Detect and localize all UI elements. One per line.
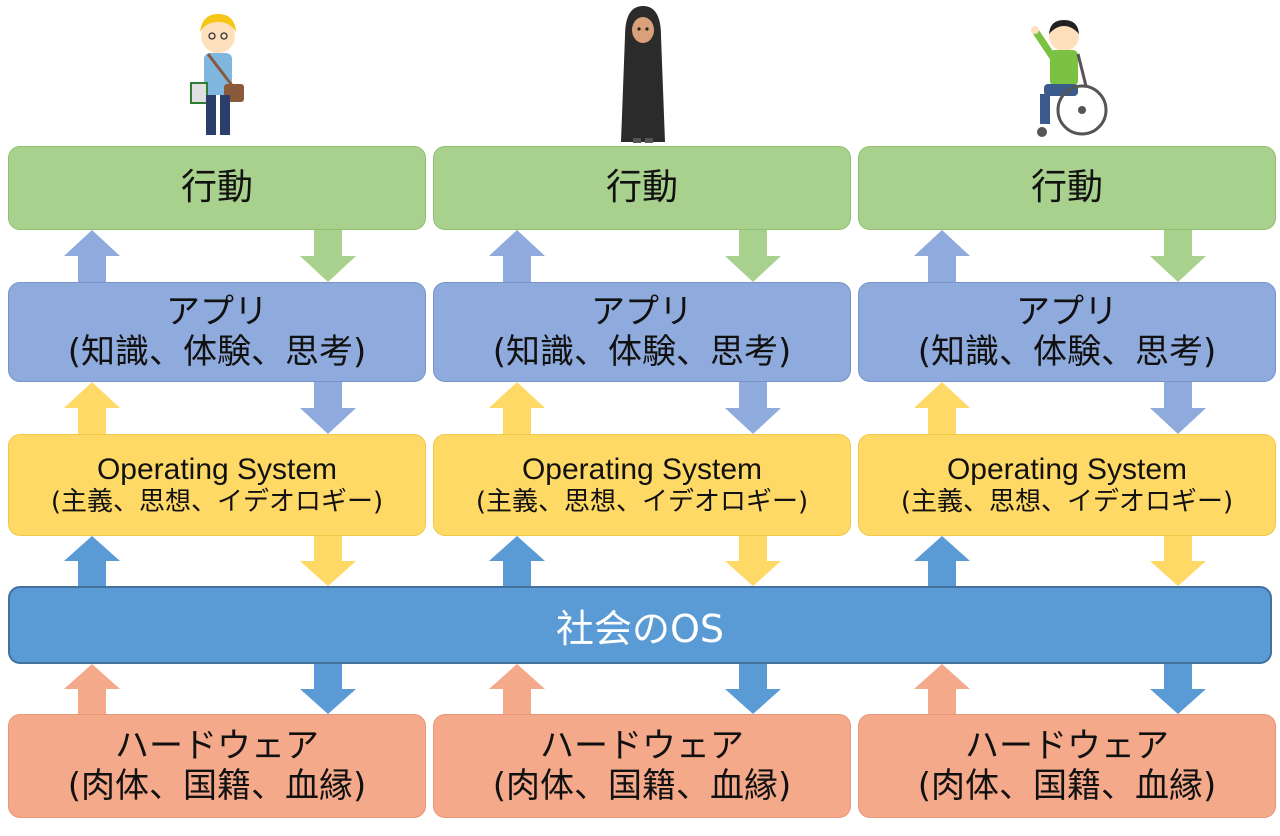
column-1: 行動 アプリ (知識、体験、思考) Operating System (主義、思…	[8, 0, 426, 836]
action-label: 行動	[1030, 166, 1103, 208]
os-title: Operating System	[96, 452, 338, 486]
hardware-title: ハードウェア	[540, 725, 744, 766]
app-box: アプリ (知識、体験、思考)	[858, 282, 1276, 382]
person-student-icon	[190, 14, 244, 135]
app-box: アプリ (知識、体験、思考)	[433, 282, 851, 382]
app-detail: (知識、体験、思考)	[917, 332, 1217, 372]
os-box: Operating System (主義、思想、イデオロギー)	[8, 434, 426, 536]
app-title: アプリ	[1016, 291, 1118, 332]
os-box: Operating System (主義、思想、イデオロギー)	[433, 434, 851, 536]
arrow-up-app-to-action	[489, 230, 545, 282]
person-wheelchair-icon	[1031, 20, 1108, 137]
arrow-down-os-to-social	[1150, 536, 1206, 586]
hardware-title: ハードウェア	[115, 725, 319, 766]
arrow-down-social-to-hardware	[1150, 664, 1206, 714]
os-detail: (主義、思想、イデオロギー)	[900, 487, 1234, 518]
os-title: Operating System	[946, 452, 1188, 486]
arrow-down-app-to-os	[300, 382, 356, 434]
hardware-box: ハードウェア (肉体、国籍、血縁)	[433, 714, 851, 818]
arrow-up-hardware-to-social	[914, 664, 970, 714]
hardware-box: ハードウェア (肉体、国籍、血縁)	[8, 714, 426, 818]
arrow-down-app-to-os	[725, 382, 781, 434]
app-title: アプリ	[591, 291, 693, 332]
action-box: 行動	[858, 146, 1276, 230]
action-box: 行動	[8, 146, 426, 230]
action-label: 行動	[180, 166, 253, 208]
arrow-up-os-to-app	[914, 382, 970, 434]
action-box: 行動	[433, 146, 851, 230]
arrow-up-os-to-app	[64, 382, 120, 434]
os-detail: (主義、思想、イデオロギー)	[475, 487, 809, 518]
arrow-down-social-to-hardware	[725, 664, 781, 714]
hardware-detail: (肉体、国籍、血縁)	[492, 766, 792, 806]
arrow-down-action-to-app	[725, 230, 781, 282]
os-title: Operating System	[521, 452, 763, 486]
social-os-label: 社会のOS	[555, 606, 725, 651]
hardware-detail: (肉体、国籍、血縁)	[67, 766, 367, 806]
arrow-up-hardware-to-social	[64, 664, 120, 714]
arrow-up-social-to-os	[489, 536, 545, 586]
app-detail: (知識、体験、思考)	[67, 332, 367, 372]
arrow-up-app-to-action	[914, 230, 970, 282]
arrow-up-os-to-app	[489, 382, 545, 434]
hardware-title: ハードウェア	[965, 725, 1169, 766]
arrow-down-os-to-social	[300, 536, 356, 586]
arrow-up-social-to-os	[64, 536, 120, 586]
os-detail: (主義、思想、イデオロギー)	[50, 487, 384, 518]
app-detail: (知識、体験、思考)	[492, 332, 792, 372]
app-title: アプリ	[166, 291, 268, 332]
arrow-up-social-to-os	[914, 536, 970, 586]
social-os-bar: 社会のOS	[8, 586, 1272, 664]
hardware-detail: (肉体、国籍、血縁)	[917, 766, 1217, 806]
arrow-up-app-to-action	[64, 230, 120, 282]
arrow-up-hardware-to-social	[489, 664, 545, 714]
arrow-down-action-to-app	[1150, 230, 1206, 282]
arrow-down-action-to-app	[300, 230, 356, 282]
person-hijab-woman-icon	[621, 6, 665, 143]
os-box: Operating System (主義、思想、イデオロギー)	[858, 434, 1276, 536]
app-box: アプリ (知識、体験、思考)	[8, 282, 426, 382]
column-3: 行動 アプリ (知識、体験、思考) Operating System (主義、思…	[858, 0, 1276, 836]
arrow-down-app-to-os	[1150, 382, 1206, 434]
arrow-down-social-to-hardware	[300, 664, 356, 714]
arrow-down-os-to-social	[725, 536, 781, 586]
hardware-box: ハードウェア (肉体、国籍、血縁)	[858, 714, 1276, 818]
action-label: 行動	[605, 166, 678, 208]
column-2: 行動 アプリ (知識、体験、思考) Operating System (主義、思…	[433, 0, 851, 836]
